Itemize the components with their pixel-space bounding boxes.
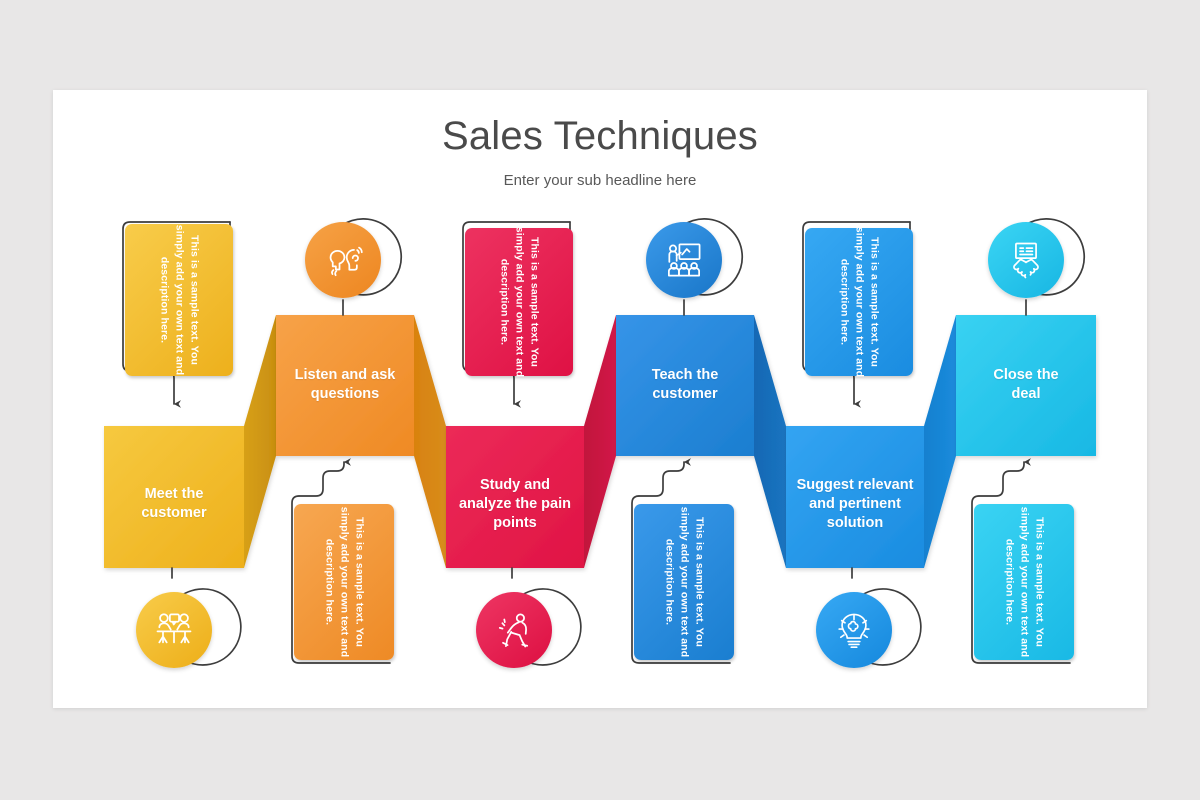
icon-bubble-step-6[interactable] <box>988 222 1064 298</box>
step-4-block[interactable] <box>616 315 786 568</box>
icon-bubble-step-3[interactable] <box>476 592 552 668</box>
step-2-block[interactable] <box>276 315 446 568</box>
handshake-deal-icon <box>1013 242 1039 279</box>
connector-step-4-frame <box>631 495 731 664</box>
back-pain-icon <box>498 613 529 648</box>
connector-step-6 <box>978 458 1031 497</box>
step-6-block[interactable] <box>956 315 1096 456</box>
icon-bubble-step-1[interactable] <box>136 592 212 668</box>
page-subtitle: Enter your sub headline here <box>503 172 697 189</box>
icon-bubble-step-5[interactable] <box>816 592 892 668</box>
icon-bubble-step-2[interactable] <box>305 222 381 298</box>
step-1-block[interactable] <box>104 315 276 568</box>
puzzle-bulb-icon <box>838 613 870 649</box>
meeting-people-icon <box>156 613 192 644</box>
connector-step-4 <box>638 458 691 497</box>
step-5-block[interactable] <box>786 315 956 568</box>
connector-step-6-frame <box>971 495 1071 664</box>
connector-step-2-frame <box>291 495 391 664</box>
teaching-board-icon <box>668 243 701 277</box>
page-title: Sales Techniques <box>441 114 758 158</box>
icon-bubble-step-4[interactable] <box>646 222 722 298</box>
connector-step-2 <box>298 458 351 497</box>
step-3-block[interactable] <box>446 315 616 568</box>
speak-listen-icon <box>329 246 363 277</box>
